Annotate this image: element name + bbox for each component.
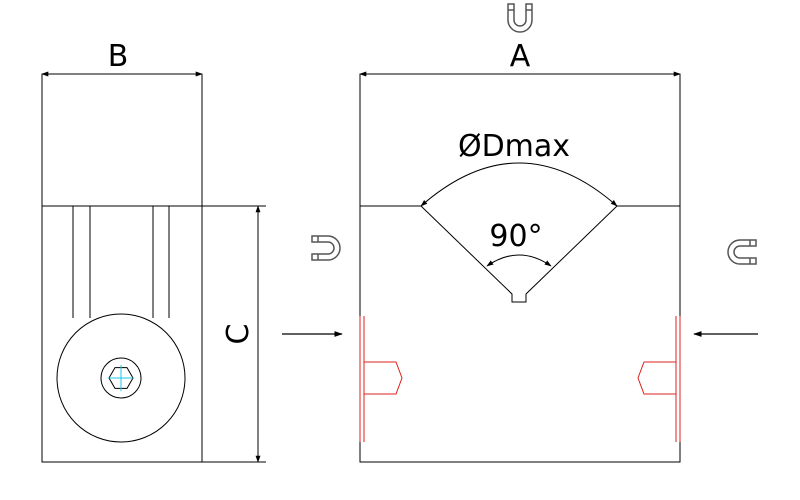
screw-head xyxy=(56,313,186,443)
dimension-a-label: A xyxy=(510,39,531,74)
dimension-c-label: C xyxy=(221,324,256,345)
dimension-a: A xyxy=(359,39,681,77)
magnet-icon xyxy=(311,235,341,261)
diameter-dimension: ØDmax xyxy=(420,129,618,207)
side-view-body xyxy=(41,73,203,463)
diameter-label: ØDmax xyxy=(458,129,570,164)
screw-socket-outer xyxy=(100,357,142,399)
angle-dimension: 90° xyxy=(486,219,552,267)
left-clamp xyxy=(359,316,403,442)
magnet-icon xyxy=(507,3,533,33)
side-view xyxy=(41,73,203,463)
dimension-c: C xyxy=(202,205,266,463)
right-clamp xyxy=(637,316,681,442)
dimension-b-label: B xyxy=(108,39,129,74)
angle-label: 90° xyxy=(489,219,542,254)
magnet-icon xyxy=(727,239,757,265)
dimension-b: B xyxy=(41,39,203,77)
v-groove xyxy=(360,205,680,303)
